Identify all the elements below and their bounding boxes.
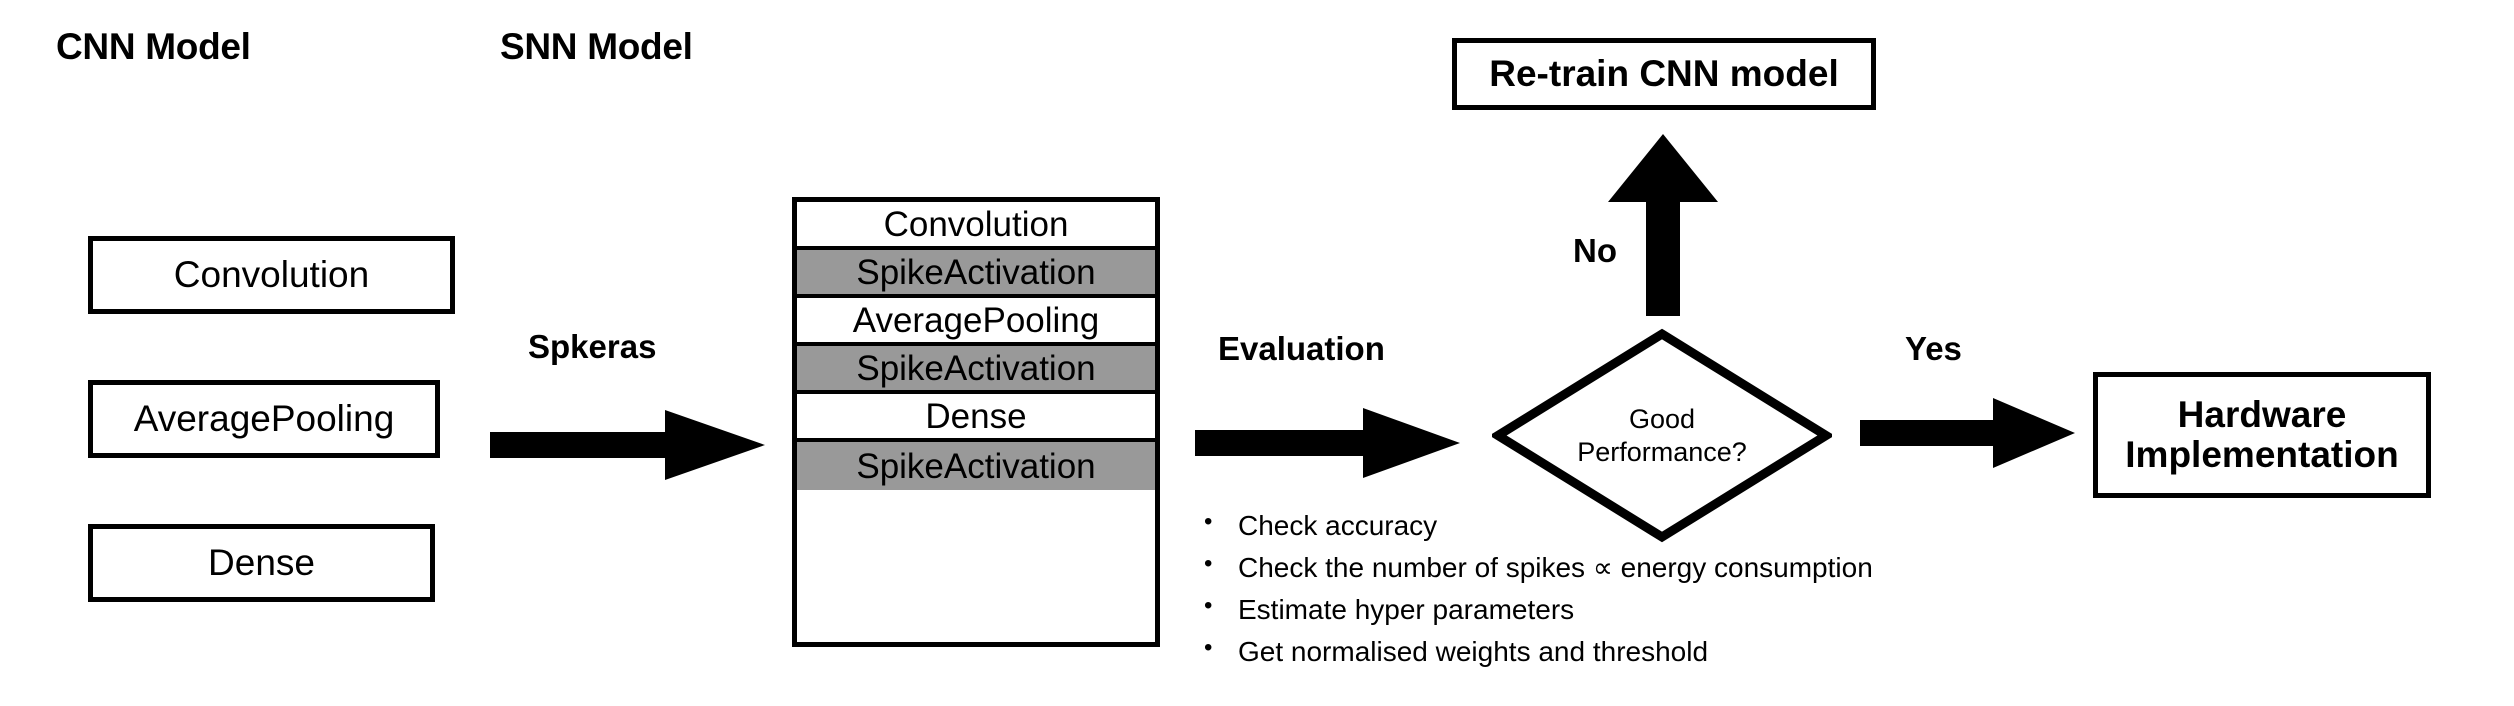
no-branch-arrow-icon <box>1608 134 1718 316</box>
cnn-model-heading: CNN Model <box>56 26 251 67</box>
snn-layer-stack: Convolution SpikeActivation AveragePooli… <box>792 197 1160 647</box>
snn-model-heading: SNN Model <box>500 26 693 67</box>
decision-node: Good Performance? <box>1489 328 1835 543</box>
cnn-layer-convolution-label: Convolution <box>173 254 370 296</box>
decision-diamond-icon <box>1489 328 1835 543</box>
cnn-layer-averagepooling-label: AveragePooling <box>133 398 395 440</box>
snn-layer-spikeactivation-1-label: SpikeActivation <box>856 252 1096 292</box>
cnn-layer-dense: Dense <box>88 524 435 602</box>
retrain-cnn-model-label: Re-train CNN model <box>1489 53 1839 95</box>
snn-layer-convolution: Convolution <box>797 202 1155 250</box>
cnn-layer-dense-label: Dense <box>208 542 315 584</box>
no-branch-label: No <box>1573 232 1617 269</box>
hardware-implementation-line2: Implementation <box>2125 434 2399 475</box>
spkeras-arrow-icon <box>490 410 765 480</box>
hardware-implementation-line1: Hardware <box>2177 394 2347 436</box>
spkeras-arrow-label: Spkeras <box>528 328 657 365</box>
snn-layer-spikeactivation-3: SpikeActivation <box>797 442 1155 490</box>
retrain-cnn-model-box: Re-train CNN model <box>1452 38 1876 110</box>
checklist-item: Check accuracy <box>1200 510 1873 540</box>
snn-layer-dense-label: Dense <box>925 396 1027 436</box>
snn-layer-averagepooling: AveragePooling <box>797 298 1155 346</box>
hardware-implementation-box: Hardware Implementation <box>2093 372 2431 498</box>
evaluation-checklist: Check accuracy Check the number of spike… <box>1200 510 1873 680</box>
evaluation-arrow-label: Evaluation <box>1218 330 1385 367</box>
checklist-item: Get normalised weights and threshold <box>1200 636 1873 666</box>
snn-layer-dense: Dense <box>797 394 1155 442</box>
snn-layer-spikeactivation-3-label: SpikeActivation <box>856 446 1096 486</box>
snn-layer-convolution-label: Convolution <box>883 204 1069 244</box>
checklist-item: Check the number of spikes ∝ energy cons… <box>1200 552 1873 582</box>
cnn-layer-convolution: Convolution <box>88 236 455 314</box>
snn-layer-averagepooling-label: AveragePooling <box>852 300 1100 340</box>
snn-layer-spikeactivation-1: SpikeActivation <box>797 250 1155 298</box>
yes-branch-arrow-icon <box>1860 398 2075 468</box>
cnn-layer-averagepooling: AveragePooling <box>88 380 440 458</box>
snn-layer-spikeactivation-2: SpikeActivation <box>797 346 1155 394</box>
evaluation-arrow-icon <box>1195 408 1460 478</box>
yes-branch-label: Yes <box>1905 330 1962 367</box>
checklist-item: Estimate hyper parameters <box>1200 594 1873 624</box>
hardware-implementation-label: Hardware Implementation <box>2125 395 2398 475</box>
snn-layer-spikeactivation-2-label: SpikeActivation <box>856 348 1096 388</box>
